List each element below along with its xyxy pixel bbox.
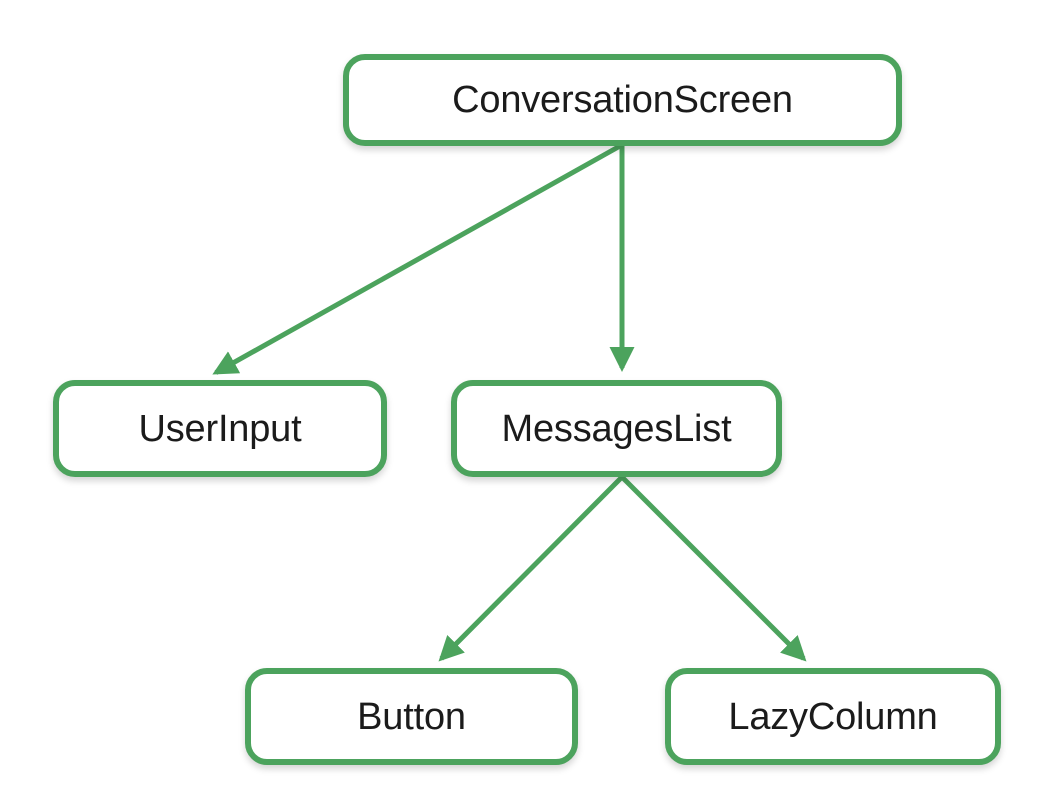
node-label-button: Button (357, 695, 466, 738)
edge-messageslist-to-lazycolumn (620, 475, 807, 662)
node-lazy-column[interactable]: LazyColumn (665, 668, 1001, 765)
edge-messageslist-to-button (438, 475, 624, 662)
node-conversation-screen[interactable]: ConversationScreen (343, 54, 902, 146)
node-button[interactable]: Button (245, 668, 578, 765)
node-label-lazy-column: LazyColumn (728, 695, 938, 738)
node-label-messages-list: MessagesList (501, 407, 732, 450)
node-messages-list[interactable]: MessagesList (451, 380, 782, 477)
node-label-user-input: UserInput (138, 407, 302, 450)
edge-conversation-to-userinput (212, 143, 622, 375)
node-label-conversation-screen: ConversationScreen (452, 79, 793, 121)
node-user-input[interactable]: UserInput (53, 380, 387, 477)
